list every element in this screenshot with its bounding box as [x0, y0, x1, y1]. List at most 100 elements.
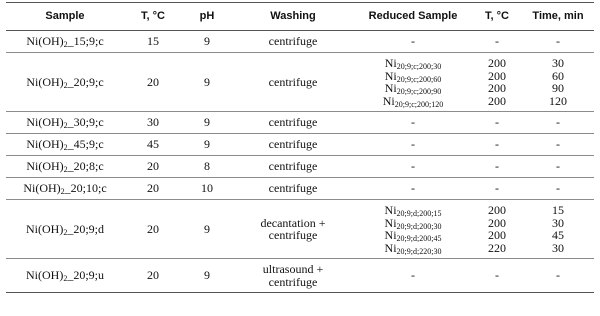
temperature-cell: 45 — [124, 133, 182, 156]
reduction-temperature-value: 200 — [488, 203, 506, 217]
sample-code: _20;8;c — [67, 159, 104, 173]
washing-cell: centrifuge — [232, 111, 354, 134]
temperature-cell: 20 — [124, 177, 182, 200]
time-value: 60 — [552, 68, 564, 83]
reduction-temperature-value: 200 — [488, 81, 506, 95]
reduced-sample-line: Ni20;9;c;200;60 — [357, 69, 469, 84]
sample-subscript: 2 — [60, 187, 65, 196]
sample-formula: Ni(OH) — [26, 34, 64, 48]
reduction-temperature-value: - — [495, 34, 499, 49]
sample-formula: Ni(OH) — [23, 181, 61, 195]
reduction-temperature-value: 200 — [488, 68, 506, 83]
reduction-temperature-value: - — [495, 137, 499, 152]
sample-cell: Ni(OH)2_20;8;c — [6, 155, 124, 178]
temperature-cell: 20 — [124, 52, 182, 112]
time-value: 45 — [552, 228, 564, 242]
washing-cell: centrifuge — [232, 177, 354, 200]
sample-code: _20;10;c — [64, 181, 107, 195]
sample-code: _45;9;c — [67, 137, 104, 151]
reduced-sample-line: - — [357, 138, 469, 151]
header-row: Sample T, °C pH Washing Reduced Sample T… — [6, 2, 594, 31]
temperature-cell: 20 — [124, 155, 182, 178]
reduced-sample-line: - — [357, 269, 469, 282]
time-value: - — [556, 181, 560, 196]
time-value: - — [556, 159, 560, 174]
washing-line: centrifuge — [268, 159, 318, 174]
washing-line: centrifuge — [268, 181, 318, 196]
washing-cell: centrifuge — [232, 52, 354, 112]
reduced-sample-subscript: 20;9;c;200;60 — [396, 74, 442, 84]
reduction-temperature-cell: - — [472, 133, 522, 156]
reduced-sample-empty: - — [411, 115, 415, 130]
reduced-sample-empty: - — [411, 34, 415, 49]
header-reduction-temperature: T, °C — [472, 2, 522, 31]
reduction-temperature-cell: - — [472, 177, 522, 200]
sample-formula: Ni(OH) — [26, 159, 64, 173]
sample-subscript: 2 — [63, 274, 68, 283]
reduced-sample-line: Ni20;9;d;200;15 — [357, 204, 469, 218]
reduction-temperature-cell: - — [472, 111, 522, 134]
washing-cell: centrifuge — [232, 133, 354, 156]
reduction-temperature-value: 220 — [488, 240, 506, 255]
sample-cell: Ni(OH)2_20;9;c — [6, 52, 124, 112]
washing-line: centrifuge — [268, 137, 318, 152]
time-cell: - — [522, 258, 594, 293]
time-cell: - — [522, 111, 594, 134]
header-time: Time, min — [522, 2, 594, 31]
reduced-sample-cell: - — [354, 155, 472, 178]
reduced-sample-cell: - — [354, 111, 472, 134]
ph-cell: 9 — [182, 133, 232, 156]
sample-subscript: 2 — [63, 80, 68, 90]
reduction-temperature-value: - — [495, 268, 499, 283]
washing-cell: decantation +centrifuge — [232, 199, 354, 259]
reduced-sample-line: Ni20;9;d;200;45 — [357, 229, 469, 243]
time-value: 15 — [552, 203, 564, 217]
reduced-sample-base: Ni — [384, 240, 397, 255]
washing-line: centrifuge — [268, 34, 318, 49]
sample-code: _20;9;c — [67, 74, 104, 89]
reduction-temperature-value: 200 — [488, 228, 506, 242]
sample-cell: Ni(OH)2_30;9;c — [6, 111, 124, 134]
sample-subscript: 2 — [63, 143, 68, 152]
washing-cell: ultrasound +centrifuge — [232, 258, 354, 293]
time-value: - — [556, 34, 560, 49]
temperature-cell: 20 — [124, 199, 182, 259]
reduction-temperature-value: 200 — [488, 93, 506, 108]
reduced-sample-base: Ni — [384, 56, 397, 70]
sample-formula: Ni(OH) — [26, 74, 64, 89]
header-ph: pH — [182, 2, 232, 31]
sample-code: _30;9;c — [67, 115, 104, 129]
time-value: 30 — [552, 240, 564, 255]
header-reduced-sample: Reduced Sample — [354, 2, 472, 31]
washing-line: centrifuge — [268, 74, 318, 89]
reduced-sample-line: - — [357, 116, 469, 129]
reduced-sample-cell: - — [354, 177, 472, 200]
reduced-sample-line: Ni20;9;c;200;30 — [357, 56, 469, 71]
reduced-sample-base: Ni — [384, 81, 397, 95]
header-washing: Washing — [232, 2, 354, 31]
ph-cell: 9 — [182, 258, 232, 293]
sample-code: _15;9;c — [67, 34, 104, 48]
reduced-sample-empty: - — [411, 159, 415, 174]
reduced-sample-subscript: 20;9;d;200;45 — [396, 234, 442, 243]
time-cell: - — [522, 133, 594, 156]
reduced-sample-empty: - — [411, 137, 415, 152]
temperature-cell: 20 — [124, 258, 182, 293]
reduced-sample-cell: - — [354, 258, 472, 293]
reduced-sample-subscript: 20;9;c;200;120 — [394, 99, 444, 109]
ph-cell: 9 — [182, 52, 232, 112]
reduction-temperature-value: 200 — [488, 215, 506, 230]
ph-cell: 8 — [182, 155, 232, 178]
sample-subscript: 2 — [63, 121, 68, 130]
